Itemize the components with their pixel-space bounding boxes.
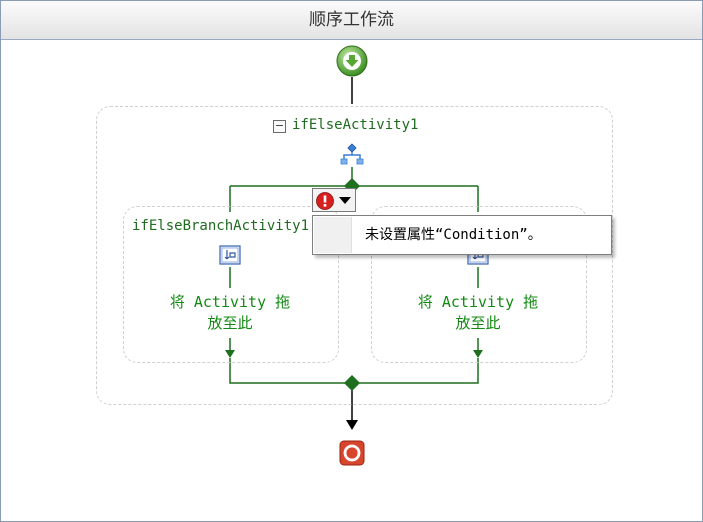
drop-hint-right: 将 Activity 拖 放至此 <box>398 292 558 334</box>
stop-icon[interactable] <box>339 440 365 466</box>
branch-activity-icon <box>219 245 241 265</box>
branch-container-right[interactable] <box>371 206 587 363</box>
error-message[interactable]: 未设置属性“Condition”。 <box>365 227 542 243</box>
dropdown-arrow-icon <box>339 197 351 204</box>
error-popup[interactable]: 未设置属性“Condition”。 <box>312 215 612 255</box>
workflow-title: 顺序工作流 <box>1 1 702 40</box>
branch-container-left[interactable] <box>123 206 339 363</box>
drop-hint-right-line1: 将 Activity 拖 <box>417 293 539 311</box>
error-smart-tag-button[interactable] <box>312 188 356 212</box>
error-popup-gutter <box>314 217 352 253</box>
drop-hint-right-line2: 放至此 <box>455 314 501 332</box>
branch-join-diamond <box>344 375 360 391</box>
branch-label-left[interactable]: ifElseBranchActivity1 <box>132 218 310 234</box>
drop-hint-left-line2: 放至此 <box>207 314 253 332</box>
ifelse-activity-container[interactable] <box>96 106 613 405</box>
error-icon <box>316 192 334 210</box>
ifelse-branch-icon <box>340 143 364 165</box>
ifelse-activity-label[interactable]: ifElseActivity1 <box>292 117 419 133</box>
collapse-toggle[interactable]: − <box>273 119 286 133</box>
start-arrow-icon[interactable] <box>336 45 368 77</box>
drop-hint-left: 将 Activity 拖 放至此 <box>150 292 310 334</box>
drop-hint-left-line1: 将 Activity 拖 <box>169 293 291 311</box>
